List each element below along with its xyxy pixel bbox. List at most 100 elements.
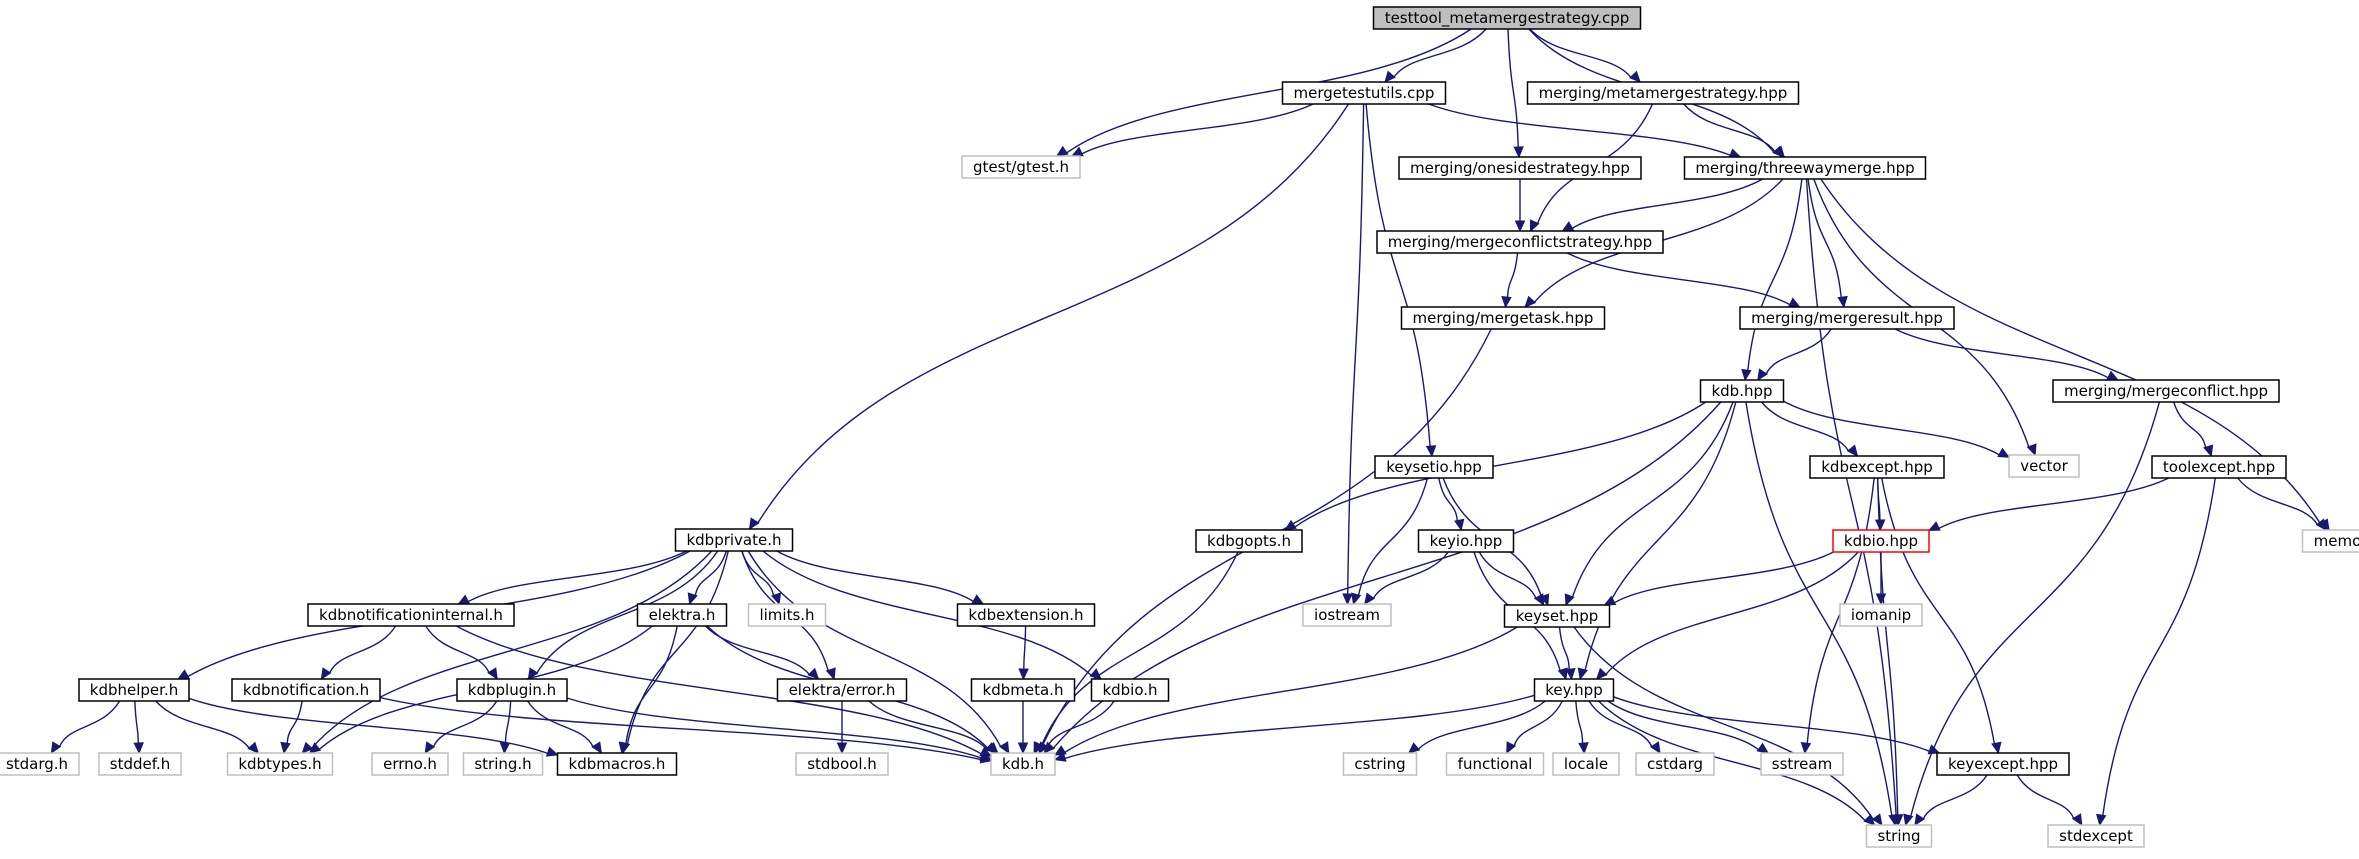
edge-keysetio-to-iostream bbox=[1351, 477, 1429, 606]
node-keyset[interactable]: keyset.hpp bbox=[1503, 604, 1611, 628]
node-locale[interactable]: locale bbox=[1552, 752, 1620, 776]
arrowhead-icon bbox=[1757, 368, 1769, 382]
arrowhead-icon bbox=[979, 751, 993, 762]
node-label: elektra.h bbox=[649, 606, 716, 624]
node-label: kdbio.h bbox=[1102, 681, 1157, 699]
edge-line bbox=[188, 697, 548, 755]
node-stringh[interactable]: string.h bbox=[462, 752, 544, 776]
arrowhead-icon bbox=[1846, 444, 1859, 457]
arrowhead-icon bbox=[1529, 219, 1540, 233]
node-box bbox=[1865, 824, 1933, 848]
edge-line bbox=[1922, 774, 1988, 820]
node-kdbprivate[interactable]: kdbprivate.h bbox=[674, 528, 794, 552]
node-string[interactable]: string bbox=[1865, 824, 1933, 848]
node-elektra[interactable]: elektra.h bbox=[636, 603, 728, 627]
node-kdbioh[interactable]: kdbio.h bbox=[1090, 678, 1170, 702]
edge-line bbox=[1605, 551, 1859, 676]
node-kdbmacros[interactable]: kdbmacros.h bbox=[556, 752, 678, 776]
edge-line bbox=[1566, 252, 1791, 306]
edge-mergetestutils-to-kdbprivate bbox=[748, 103, 1350, 531]
arrowhead-icon bbox=[1991, 741, 2002, 755]
edge-kdbprivate-to-kdbh bbox=[747, 550, 1010, 755]
node-iostream[interactable]: iostream bbox=[1302, 603, 1392, 627]
arrowhead-icon bbox=[1053, 751, 1067, 762]
node-limits[interactable]: limits.h bbox=[747, 603, 827, 627]
node-mergeresult[interactable]: merging/mergeresult.hpp bbox=[1739, 306, 1955, 330]
node-stdbool[interactable]: stdbool.h bbox=[795, 752, 889, 776]
arrowhead-icon bbox=[1997, 447, 2011, 458]
arrowhead-icon bbox=[1837, 295, 1848, 309]
node-kdbplugin[interactable]: kdbplugin.h bbox=[456, 678, 568, 702]
node-label: kdbhelper.h bbox=[90, 681, 178, 699]
node-stdexcept[interactable]: stdexcept bbox=[2047, 824, 2145, 848]
node-iomanip[interactable]: iomanip bbox=[1839, 603, 1923, 627]
node-threewaymerge[interactable]: merging/threewaymerge.hpp bbox=[1683, 156, 1927, 180]
node-keyio[interactable]: keyio.hpp bbox=[1417, 529, 1515, 553]
node-label: limits.h bbox=[759, 606, 814, 624]
node-keyexcept[interactable]: keyexcept.hpp bbox=[1936, 752, 2070, 776]
arrowhead-icon bbox=[1561, 221, 1575, 232]
arrowhead-icon bbox=[1524, 295, 1537, 308]
node-stdarg[interactable]: stdarg.h bbox=[0, 752, 80, 776]
node-label: kdbmeta.h bbox=[983, 681, 1064, 699]
edge-line bbox=[310, 550, 713, 750]
node-mergeconflict[interactable]: merging/mergeconflict.hpp bbox=[2052, 379, 2280, 403]
node-memory[interactable]: memory bbox=[2301, 529, 2359, 553]
node-cstdarg[interactable]: cstdarg bbox=[1635, 752, 1715, 776]
node-mergetask[interactable]: merging/mergetask.hpp bbox=[1400, 306, 1606, 330]
node-kdbh[interactable]: kdb.h bbox=[990, 752, 1056, 776]
node-kdbextension[interactable]: kdbextension.h bbox=[956, 603, 1096, 627]
arrowhead-icon bbox=[1454, 518, 1465, 532]
node-box bbox=[1739, 306, 1955, 330]
node-functional[interactable]: functional bbox=[1445, 752, 1545, 776]
node-kdbio[interactable]: kdbio.hpp bbox=[1832, 529, 1930, 553]
node-keysetio[interactable]: keysetio.hpp bbox=[1374, 455, 1494, 479]
node-box bbox=[1809, 455, 1945, 479]
node-box bbox=[226, 752, 334, 776]
node-stddef[interactable]: stddef.h bbox=[98, 752, 182, 776]
node-metamergestrategy[interactable]: merging/metamergestrategy.hpp bbox=[1526, 81, 1800, 105]
node-box bbox=[1526, 81, 1800, 105]
edge-line bbox=[776, 550, 974, 603]
edge-mergetestutils-to-iostream bbox=[1342, 103, 1365, 606]
arrowhead-icon bbox=[1565, 668, 1576, 681]
node-vector[interactable]: vector bbox=[2008, 454, 2080, 478]
node-label: iomanip bbox=[1851, 606, 1911, 624]
edge-kdbmeta-to-kdbh bbox=[1017, 700, 1029, 755]
node-mergetestutils[interactable]: mergetestutils.cpp bbox=[1281, 81, 1447, 105]
node-cstring[interactable]: cstring bbox=[1342, 752, 1418, 776]
node-kdbnotification[interactable]: kdbnotification.h bbox=[231, 678, 381, 702]
node-kdbexcept[interactable]: kdbexcept.hpp bbox=[1809, 455, 1945, 479]
edge-line bbox=[1023, 625, 1027, 670]
node-kdbgopts[interactable]: kdbgopts.h bbox=[1195, 529, 1303, 553]
arrowhead-icon bbox=[50, 741, 62, 755]
edge-line bbox=[1081, 103, 1314, 155]
node-label: memory bbox=[2314, 532, 2359, 550]
node-onesidestrategy[interactable]: merging/onesidestrategy.hpp bbox=[1398, 156, 1642, 180]
node-root[interactable]: testtool_metamergestrategy.cpp bbox=[1372, 6, 1642, 30]
node-sstream[interactable]: sstream bbox=[1760, 752, 1844, 776]
edge-line bbox=[1910, 401, 2161, 817]
arrowhead-icon bbox=[308, 742, 322, 754]
edge-line bbox=[1747, 178, 1803, 371]
edge-line bbox=[1417, 700, 1546, 750]
node-kdbhelper[interactable]: kdbhelper.h bbox=[78, 678, 190, 702]
edge-line bbox=[527, 700, 594, 748]
node-toolexcept[interactable]: toolexcept.hpp bbox=[2151, 455, 2287, 479]
node-mergeconflictstrategy[interactable]: merging/mergeconflictstrategy.hpp bbox=[1376, 230, 1664, 254]
edge-line bbox=[868, 700, 988, 750]
arrowhead-icon bbox=[1055, 145, 1069, 157]
edge-line bbox=[155, 700, 250, 749]
node-keyhpp[interactable]: key.hpp bbox=[1533, 678, 1615, 702]
node-kdbnotifint[interactable]: kdbnotificationinternal.h bbox=[307, 603, 515, 627]
edge-line bbox=[504, 700, 512, 744]
node-gtest[interactable]: gtest/gtest.h bbox=[961, 155, 1081, 179]
node-kdbtypes[interactable]: kdbtypes.h bbox=[226, 752, 334, 776]
node-errno[interactable]: errno.h bbox=[371, 752, 449, 776]
node-kdbhpp[interactable]: kdb.hpp bbox=[1699, 379, 1785, 403]
edge-kdbprivate-to-kdbextension bbox=[776, 550, 985, 605]
node-label: kdbplugin.h bbox=[468, 681, 556, 699]
node-kdbmeta[interactable]: kdbmeta.h bbox=[970, 678, 1076, 702]
arrowhead-icon bbox=[133, 742, 144, 755]
node-elektraerror[interactable]: elektra/error.h bbox=[776, 678, 908, 702]
